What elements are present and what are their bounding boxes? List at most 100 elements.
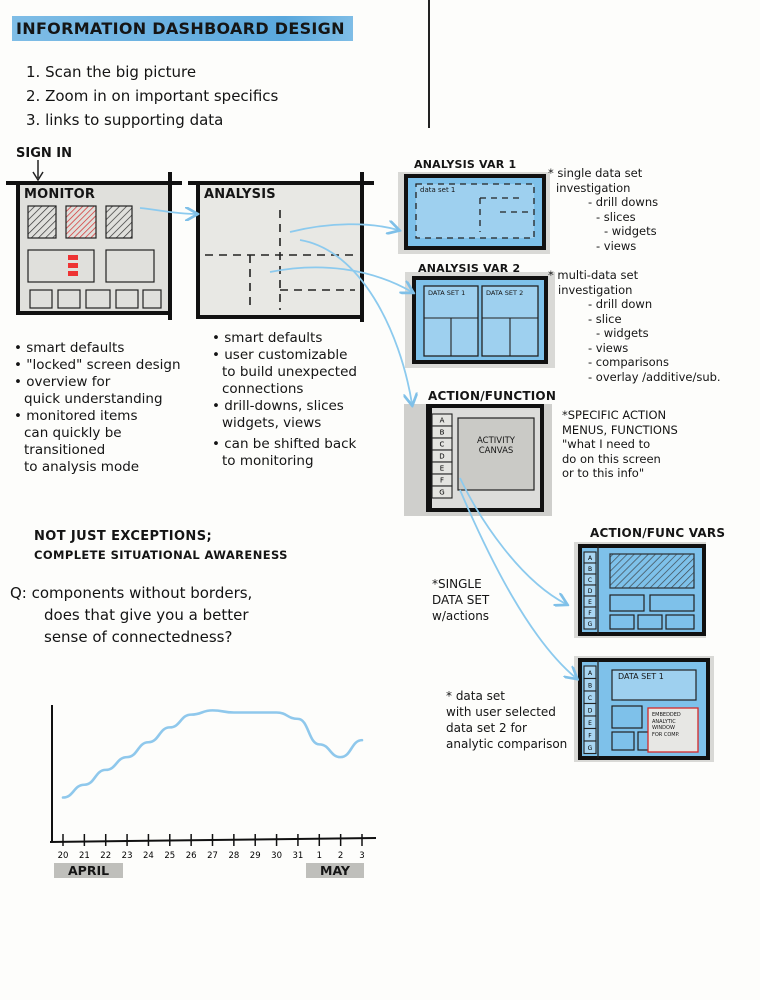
x-tick-label: 25 <box>164 851 175 861</box>
monitor-bullets: • smart defaults • "locked" screen desig… <box>14 340 181 476</box>
note-line: investigation <box>556 180 631 195</box>
note-line: - comparisons <box>588 355 669 369</box>
func-var2-inner-label: DATA SET 1 <box>618 672 664 681</box>
note-line: - slices <box>596 209 636 224</box>
note-line: * data set <box>446 689 505 703</box>
menu-letter: A <box>588 555 593 562</box>
note-line: analytic comparison <box>446 737 568 751</box>
bullet: • "locked" screen design <box>14 357 181 373</box>
note-line: *SINGLE <box>432 577 482 591</box>
data-point <box>275 711 278 714</box>
data-point <box>254 711 257 714</box>
note-line: - drill down <box>588 297 653 311</box>
flow-arrows <box>139 208 576 678</box>
data-point <box>339 756 342 758</box>
activity-canvas-label: ACTIVITY CANVAS <box>470 436 522 456</box>
menu-letter: C <box>588 695 592 702</box>
menu-cell <box>583 740 597 755</box>
bullet: to build unexpected <box>222 364 357 380</box>
x-tick-label: 23 <box>122 851 133 861</box>
menu-letter: A <box>440 417 445 425</box>
data-point <box>297 718 299 720</box>
divider-line <box>428 0 430 128</box>
note-line: or to this info" <box>562 466 645 480</box>
x-tick-label: 1 <box>317 851 322 861</box>
data-point <box>233 711 235 714</box>
menu-letter: G <box>588 621 593 628</box>
menu-letter: F <box>440 477 444 485</box>
x-tick-label: 28 <box>228 851 239 861</box>
note-line: * single data set <box>548 166 643 180</box>
var2-inner-label-2: DATA SET 2 <box>486 289 524 297</box>
menu-letter: G <box>439 489 444 497</box>
action-label: ACTION/FUNCTION <box>428 389 557 403</box>
note-line: COMPLETE SITUATIONAL AWARENESS <box>34 548 288 562</box>
embedded-line: ANALYTIC <box>652 718 676 725</box>
note-line: sense of connectedness? <box>44 628 233 646</box>
menu-letter: D <box>588 708 593 715</box>
note-line: does that give you a better <box>44 606 249 624</box>
bullet: transitioned <box>24 442 106 458</box>
data-point <box>361 739 363 741</box>
menu-letter: B <box>588 566 592 573</box>
note-line: - views <box>596 238 637 253</box>
data-point <box>147 741 150 744</box>
embedded-line: EMBEDDED <box>652 712 681 718</box>
bullet: to monitoring <box>222 453 314 469</box>
note-line: data set 2 for <box>446 721 527 735</box>
menu-letter: E <box>440 465 444 473</box>
monitor-frame <box>6 172 182 320</box>
embedded-line: WINDOW <box>652 725 675 731</box>
note-line: - widgets <box>596 326 649 340</box>
embedded-line: FOR COMP. <box>652 731 680 738</box>
menu-letter: A <box>588 670 593 677</box>
note-line: - overlay /additive/sub. <box>588 369 721 384</box>
note-line: w/actions <box>432 609 490 623</box>
menu-cell <box>583 617 597 630</box>
var1-label: ANALYSIS VAR 1 <box>414 158 517 171</box>
func-var2-frame <box>574 656 714 762</box>
bullet: • user customizable <box>212 347 348 363</box>
x-tick-label: 21 <box>79 851 90 861</box>
bullet: connections <box>222 381 304 397</box>
note-line: * multi-data set <box>548 268 639 282</box>
note-line: - drill downs <box>588 195 659 209</box>
menu-letter: G <box>588 745 593 752</box>
var2-inner-label-1: DATA SET 1 <box>428 289 466 297</box>
note-line: - widgets <box>604 224 657 238</box>
note-line: MENUS, FUNCTIONS <box>562 422 678 437</box>
page-title: INFORMATION DASHBOARD DESIGN <box>12 16 353 41</box>
x-tick-label: 29 <box>250 851 261 861</box>
note-line: with user selected <box>446 705 556 719</box>
data-point <box>190 713 192 716</box>
bullet: • drill-downs, slices <box>212 398 344 414</box>
bullet: quick understanding <box>24 391 163 407</box>
embedded-window-label: EMBEDDED ANALYTIC WINDOW FOR COMP. <box>652 712 681 738</box>
x-tick-label: 26 <box>186 851 197 861</box>
func-var2-note: * data set with user selected data set 2… <box>446 688 567 752</box>
series-line <box>61 709 364 799</box>
bullet: to analysis mode <box>24 459 140 475</box>
action-notes: *SPECIFIC ACTION MENUS, FUNCTIONS "what … <box>562 408 678 481</box>
data-point <box>211 709 214 712</box>
note-line: *SPECIFIC ACTION <box>562 408 667 422</box>
month-label-may: MAY <box>306 863 364 878</box>
note-line: DATA SET <box>432 593 490 607</box>
action-function-frame <box>404 404 552 516</box>
data-point <box>168 726 171 729</box>
monitor-title: MONITOR <box>24 187 96 202</box>
analysis-frame <box>188 172 374 322</box>
func-vars-label: ACTION/FUNC VARS <box>590 526 726 540</box>
x-tick-label: 30 <box>271 851 282 861</box>
menu-letter: B <box>588 683 592 690</box>
question-note: Q: components without borders, does that… <box>10 582 252 648</box>
x-tick-label: 24 <box>143 851 154 861</box>
month-label-april: APRIL <box>54 863 124 878</box>
data-point <box>83 783 86 786</box>
menu-letter: E <box>588 720 592 727</box>
data-point <box>104 769 107 771</box>
x-tick-label: 20 <box>58 851 69 861</box>
menu-letter: E <box>588 599 592 606</box>
